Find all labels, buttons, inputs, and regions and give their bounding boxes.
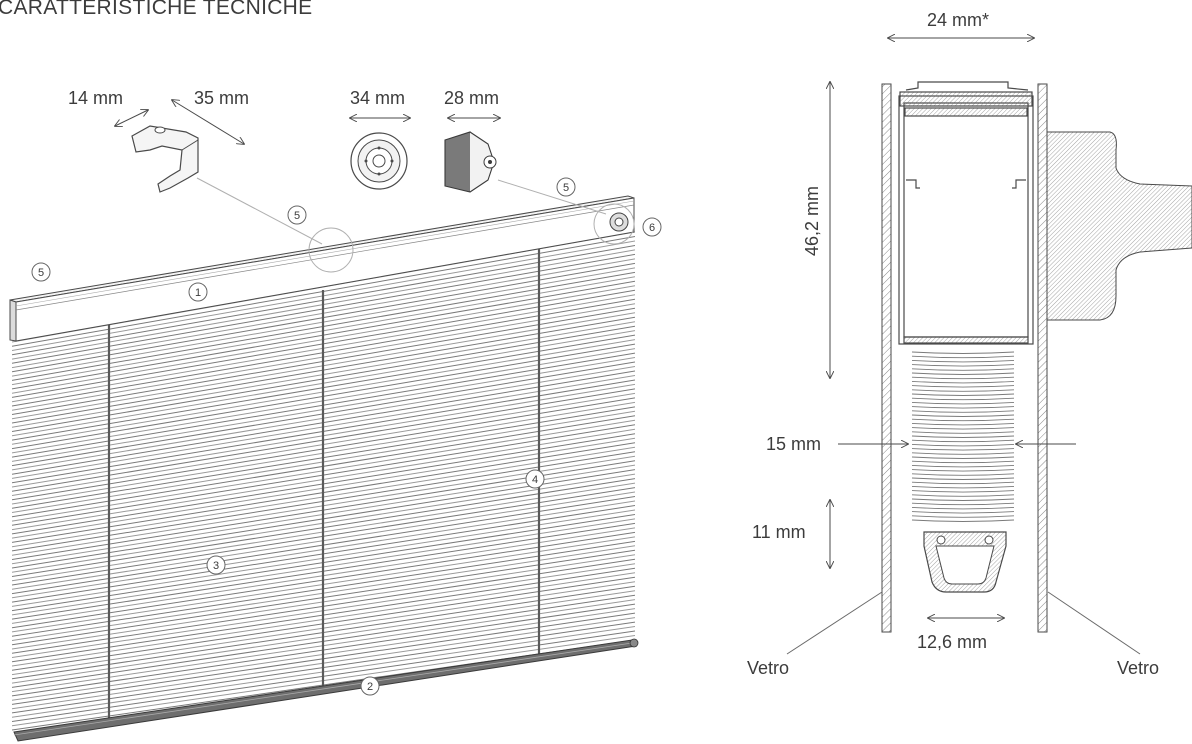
glass-pane-left <box>881 83 892 633</box>
detail-circle-bracket <box>308 227 354 273</box>
svg-text:15 mm: 15 mm <box>766 434 821 454</box>
svg-text:6: 6 <box>649 222 655 234</box>
svg-text:1: 1 <box>195 287 201 299</box>
callout-2: 2 <box>360 676 380 696</box>
svg-text:34 mm: 34 mm <box>350 88 405 108</box>
svg-text:35 mm: 35 mm <box>194 88 249 108</box>
bottom-rail <box>13 638 639 742</box>
svg-text:2: 2 <box>367 681 373 693</box>
callout-5-center: 5 <box>287 205 307 225</box>
rail-height-dimension: 46,2 mm <box>802 82 830 378</box>
page-title: CARATTERISTICHE TECNICHE <box>0 0 312 19</box>
svg-text:14 mm: 14 mm <box>68 88 123 108</box>
glass-label-right: Vetro <box>1117 658 1159 678</box>
rail-profile <box>898 81 1034 345</box>
bracket-depth-dimension: 35 mm <box>172 88 249 144</box>
callout-4: 4 <box>525 469 545 489</box>
head-rail <box>9 195 635 342</box>
callout-5-left: 5 <box>31 262 51 282</box>
bottom-rail-profile <box>923 531 1007 593</box>
svg-text:5: 5 <box>38 267 44 279</box>
blind-perspective: 5 5 5 6 1 2 3 4 <box>9 177 662 742</box>
end-cap-round-dimension: 34 mm <box>350 88 410 118</box>
svg-text:5: 5 <box>563 182 569 194</box>
svg-text:3: 3 <box>213 560 219 572</box>
callout-3: 3 <box>206 555 226 575</box>
callout-line-endcap <box>497 179 607 215</box>
end-cap-side-detail <box>444 131 497 193</box>
svg-text:11 mm: 11 mm <box>752 522 806 542</box>
svg-text:46,2 mm: 46,2 mm <box>802 186 822 256</box>
detail-circle-end-cap <box>593 203 635 245</box>
bottom-rail-width-dimension: 12,6 mm <box>917 618 1004 652</box>
svg-text:24 mm*: 24 mm* <box>927 10 989 30</box>
ladder-cords <box>107 248 541 720</box>
seal-profile <box>1046 131 1192 321</box>
glass-label-left: Vetro <box>747 658 789 678</box>
rail-width-dimension: 24 mm* <box>888 10 1034 38</box>
bracket-width-dimension: 14 mm <box>68 88 148 126</box>
svg-text:4: 4 <box>532 474 538 486</box>
callout-6: 6 <box>642 217 662 237</box>
bracket-detail <box>131 125 199 193</box>
cross-section: 24 mm* 46,2 mm 15 mm 11 mm 12,6 mm Vetro… <box>747 10 1192 678</box>
svg-text:12,6 mm: 12,6 mm <box>917 632 987 652</box>
svg-text:5: 5 <box>294 210 300 222</box>
svg-text:28 mm: 28 mm <box>444 88 499 108</box>
end-cap-round-detail <box>350 132 408 190</box>
slat-width-dimension: 15 mm <box>766 434 1076 454</box>
bottom-gap-dimension: 11 mm <box>752 500 830 568</box>
section-slats <box>911 351 1015 522</box>
glass-pane-right <box>1037 83 1048 633</box>
callout-line-bracket <box>196 177 323 245</box>
end-cap-side-dimension: 28 mm <box>444 88 500 118</box>
callout-1: 1 <box>188 282 208 302</box>
callout-5-right: 5 <box>556 177 576 197</box>
